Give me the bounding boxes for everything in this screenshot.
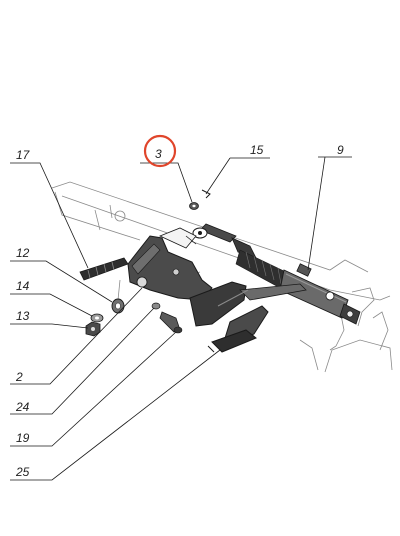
washer [90,313,104,323]
leader-lines [10,156,352,481]
highlight-circle-callout-3 [143,134,177,168]
callout-3: 3 [155,147,162,161]
clevis-washer [189,202,199,210]
callout-9: 9 [337,143,344,157]
callout-14: 14 [16,279,30,293]
pedal-pad [207,305,269,353]
callout-2: 2 [15,370,23,384]
rubber-boot [235,249,287,291]
callout-19: 19 [16,431,30,445]
callout-17: 17 [16,148,31,162]
bushing [111,298,125,314]
callout-12: 12 [16,246,30,260]
callout-13: 13 [16,309,30,323]
pedal-bracket [127,227,213,301]
pedal-lever [189,281,307,327]
callout-24: 24 [15,400,30,414]
cotter-pin [201,189,211,199]
callout-25: 25 [15,465,30,479]
small-washer-24 [151,302,161,310]
callout-15: 15 [250,143,264,157]
return-spring [79,257,129,281]
master-cylinder [192,223,361,325]
pivot-pin [159,311,183,334]
